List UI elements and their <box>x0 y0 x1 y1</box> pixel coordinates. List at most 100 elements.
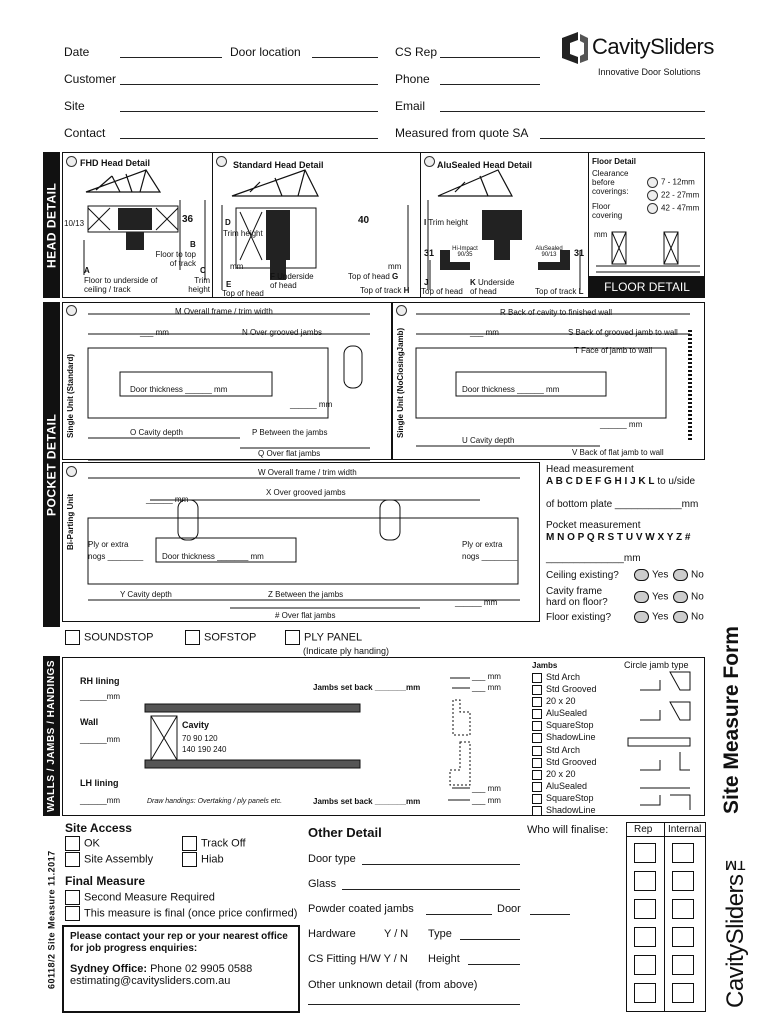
jamb-checkbox-std-arch[interactable]: Std Arch <box>532 672 580 683</box>
customer-field[interactable] <box>120 84 378 85</box>
jamb-checkbox-squarestop[interactable]: SquareStop <box>532 720 594 731</box>
internal-checkbox[interactable] <box>672 843 694 863</box>
jamb-checkbox-20-x-20[interactable]: 20 x 20 <box>532 769 576 780</box>
jamb-mm-4[interactable]: ___ mm <box>472 796 501 805</box>
date-label: Date <box>64 45 90 59</box>
floor-mm-field[interactable]: mm <box>594 230 608 239</box>
jamb-mm-1[interactable]: ___ mm <box>472 672 501 681</box>
measured-field[interactable] <box>540 138 705 139</box>
floor-existing-no[interactable]: No <box>673 611 704 623</box>
pocket-letters[interactable]: M N O P Q R S T U V W X Y Z # <box>546 532 691 543</box>
jamb-checkbox-shadowline[interactable]: ShadowLine <box>532 732 596 743</box>
lh-lining-field[interactable]: ______mm <box>80 796 121 805</box>
ply-panel-checkbox[interactable]: PLY PANEL <box>285 630 362 645</box>
internal-checkbox[interactable] <box>672 983 694 1003</box>
wall-field[interactable]: ______mm <box>80 735 121 744</box>
internal-checkbox[interactable] <box>672 871 694 891</box>
phone-field[interactable] <box>440 84 540 85</box>
cavity-options-1[interactable]: 70 90 120 <box>182 734 218 743</box>
alusealed-select-circle[interactable] <box>424 156 435 167</box>
rep-checkbox[interactable] <box>634 843 656 863</box>
contact-field[interactable] <box>120 138 378 139</box>
door-thickness-bi-field[interactable]: Door thickness _______ mm <box>162 552 264 561</box>
door-thickness-ncj-field[interactable]: Door thickness ______ mm <box>462 385 560 394</box>
cavity-options-2[interactable]: 140 190 240 <box>182 745 227 754</box>
soundstop-checkbox[interactable]: SOUNDSTOP <box>65 630 153 645</box>
hardware-yn[interactable]: Y / N <box>384 928 409 940</box>
door-thickness-field[interactable]: Door thickness ______ mm <box>130 385 228 394</box>
rh-lining-field[interactable]: ______mm <box>80 692 121 701</box>
jamb-checkbox-std-grooved[interactable]: Std Grooved <box>532 757 597 768</box>
office-email[interactable]: estimating@cavitysliders.com.au <box>70 975 231 987</box>
jamb-checkbox-alusealed[interactable]: AluSealed <box>532 781 587 792</box>
height-field[interactable] <box>468 964 520 965</box>
date-field[interactable] <box>120 57 222 58</box>
jamb-checkbox-std-grooved[interactable]: Std Grooved <box>532 684 597 695</box>
door-field[interactable] <box>530 914 570 915</box>
glass-field[interactable] <box>342 889 520 890</box>
internal-checkbox[interactable] <box>672 955 694 975</box>
internal-checkbox[interactable] <box>672 899 694 919</box>
other-unknown-field[interactable] <box>308 1004 520 1005</box>
track-off-checkbox[interactable]: Track Off <box>182 836 246 851</box>
jamb-checkbox-std-arch[interactable]: Std Arch <box>532 745 580 756</box>
mm-field-w[interactable]: ______ mm <box>146 495 189 504</box>
measured-label: Measured from quote SA <box>395 126 529 140</box>
single-ncj-select[interactable] <box>396 305 407 316</box>
single-standard-select[interactable] <box>66 305 77 316</box>
cs-rep-field[interactable] <box>440 57 540 58</box>
mm-field-bi[interactable]: ______ mm <box>455 598 498 607</box>
rep-checkbox[interactable] <box>634 955 656 975</box>
jamb-checkbox-squarestop[interactable]: SquareStop <box>532 793 594 804</box>
jamb-mm-2[interactable]: ___ mm <box>472 683 501 692</box>
sofstop-checkbox[interactable]: SOFSTOP <box>185 630 256 645</box>
mm-field-r[interactable]: ___ mm <box>470 328 499 337</box>
door-location-field[interactable] <box>312 57 378 58</box>
powder-coated-field[interactable] <box>426 914 492 915</box>
jambs-setback-top-field[interactable]: Jambs set back _______mm <box>313 683 421 692</box>
door-type-field[interactable] <box>362 864 520 865</box>
pocket-mm-field[interactable]: ______________mm <box>546 553 641 564</box>
cs-fitting-label[interactable]: CS Fitting H/W Y / N <box>308 953 408 965</box>
mm-field-h[interactable]: mm <box>388 262 402 271</box>
bottom-plate-field[interactable]: of bottom plate ____________mm <box>546 499 699 510</box>
single-ncj-box <box>392 302 705 460</box>
mm-field-e[interactable]: mm <box>230 262 244 271</box>
cavity-frame-yes[interactable]: Yes <box>634 591 668 603</box>
fhd-select-circle[interactable] <box>66 156 77 167</box>
site-field[interactable] <box>120 111 378 112</box>
clearance-option-3[interactable]: 42 - 47mm <box>647 203 699 214</box>
cavity-frame-no[interactable]: No <box>673 591 704 603</box>
jambs-setback-bottom-field[interactable]: Jambs set back _______mm <box>313 797 421 806</box>
floor-existing-yes[interactable]: Yes <box>634 611 668 623</box>
email-field[interactable] <box>440 111 705 112</box>
standard-select-circle[interactable] <box>216 156 227 167</box>
mm-field-m[interactable]: ___ mm <box>140 328 169 337</box>
ok-checkbox[interactable]: OK <box>65 836 100 851</box>
hiab-checkbox[interactable]: Hiab <box>182 852 224 867</box>
head-letters[interactable]: A B C D E F G H I J K L <box>546 476 655 487</box>
mm-field-ncj[interactable]: ______ mm <box>600 420 643 429</box>
site-assembly-checkbox[interactable]: Site Assembly <box>65 852 153 867</box>
ceiling-yes[interactable]: Yes <box>634 569 668 581</box>
jamb-mm-3[interactable]: ___ mm <box>472 784 501 793</box>
rep-checkbox[interactable] <box>634 899 656 919</box>
final-measure-checkbox[interactable]: This measure is final (once price confir… <box>65 906 297 921</box>
nogs-right-field[interactable]: nogs ________ <box>462 552 518 561</box>
clearance-option-2[interactable]: 22 - 27mm <box>647 190 699 201</box>
clearance-option-1[interactable]: 7 - 12mm <box>647 177 695 188</box>
office-phone[interactable]: Phone 02 9905 0588 <box>150 963 253 975</box>
rep-checkbox[interactable] <box>634 871 656 891</box>
jamb-checkbox-shadowline[interactable]: ShadowLine <box>532 805 596 816</box>
biparting-select[interactable] <box>66 466 77 477</box>
jamb-checkbox-alusealed[interactable]: AluSealed <box>532 708 587 719</box>
jamb-checkbox-20-x-20[interactable]: 20 x 20 <box>532 696 576 707</box>
rep-checkbox[interactable] <box>634 927 656 947</box>
internal-checkbox[interactable] <box>672 927 694 947</box>
mm-field-std[interactable]: ______ mm <box>290 400 333 409</box>
ceiling-no[interactable]: No <box>673 569 704 581</box>
rep-checkbox[interactable] <box>634 983 656 1003</box>
second-measure-checkbox[interactable]: Second Measure Required <box>65 890 215 905</box>
type-field[interactable] <box>460 939 520 940</box>
nogs-left-field[interactable]: nogs ________ <box>88 552 144 561</box>
